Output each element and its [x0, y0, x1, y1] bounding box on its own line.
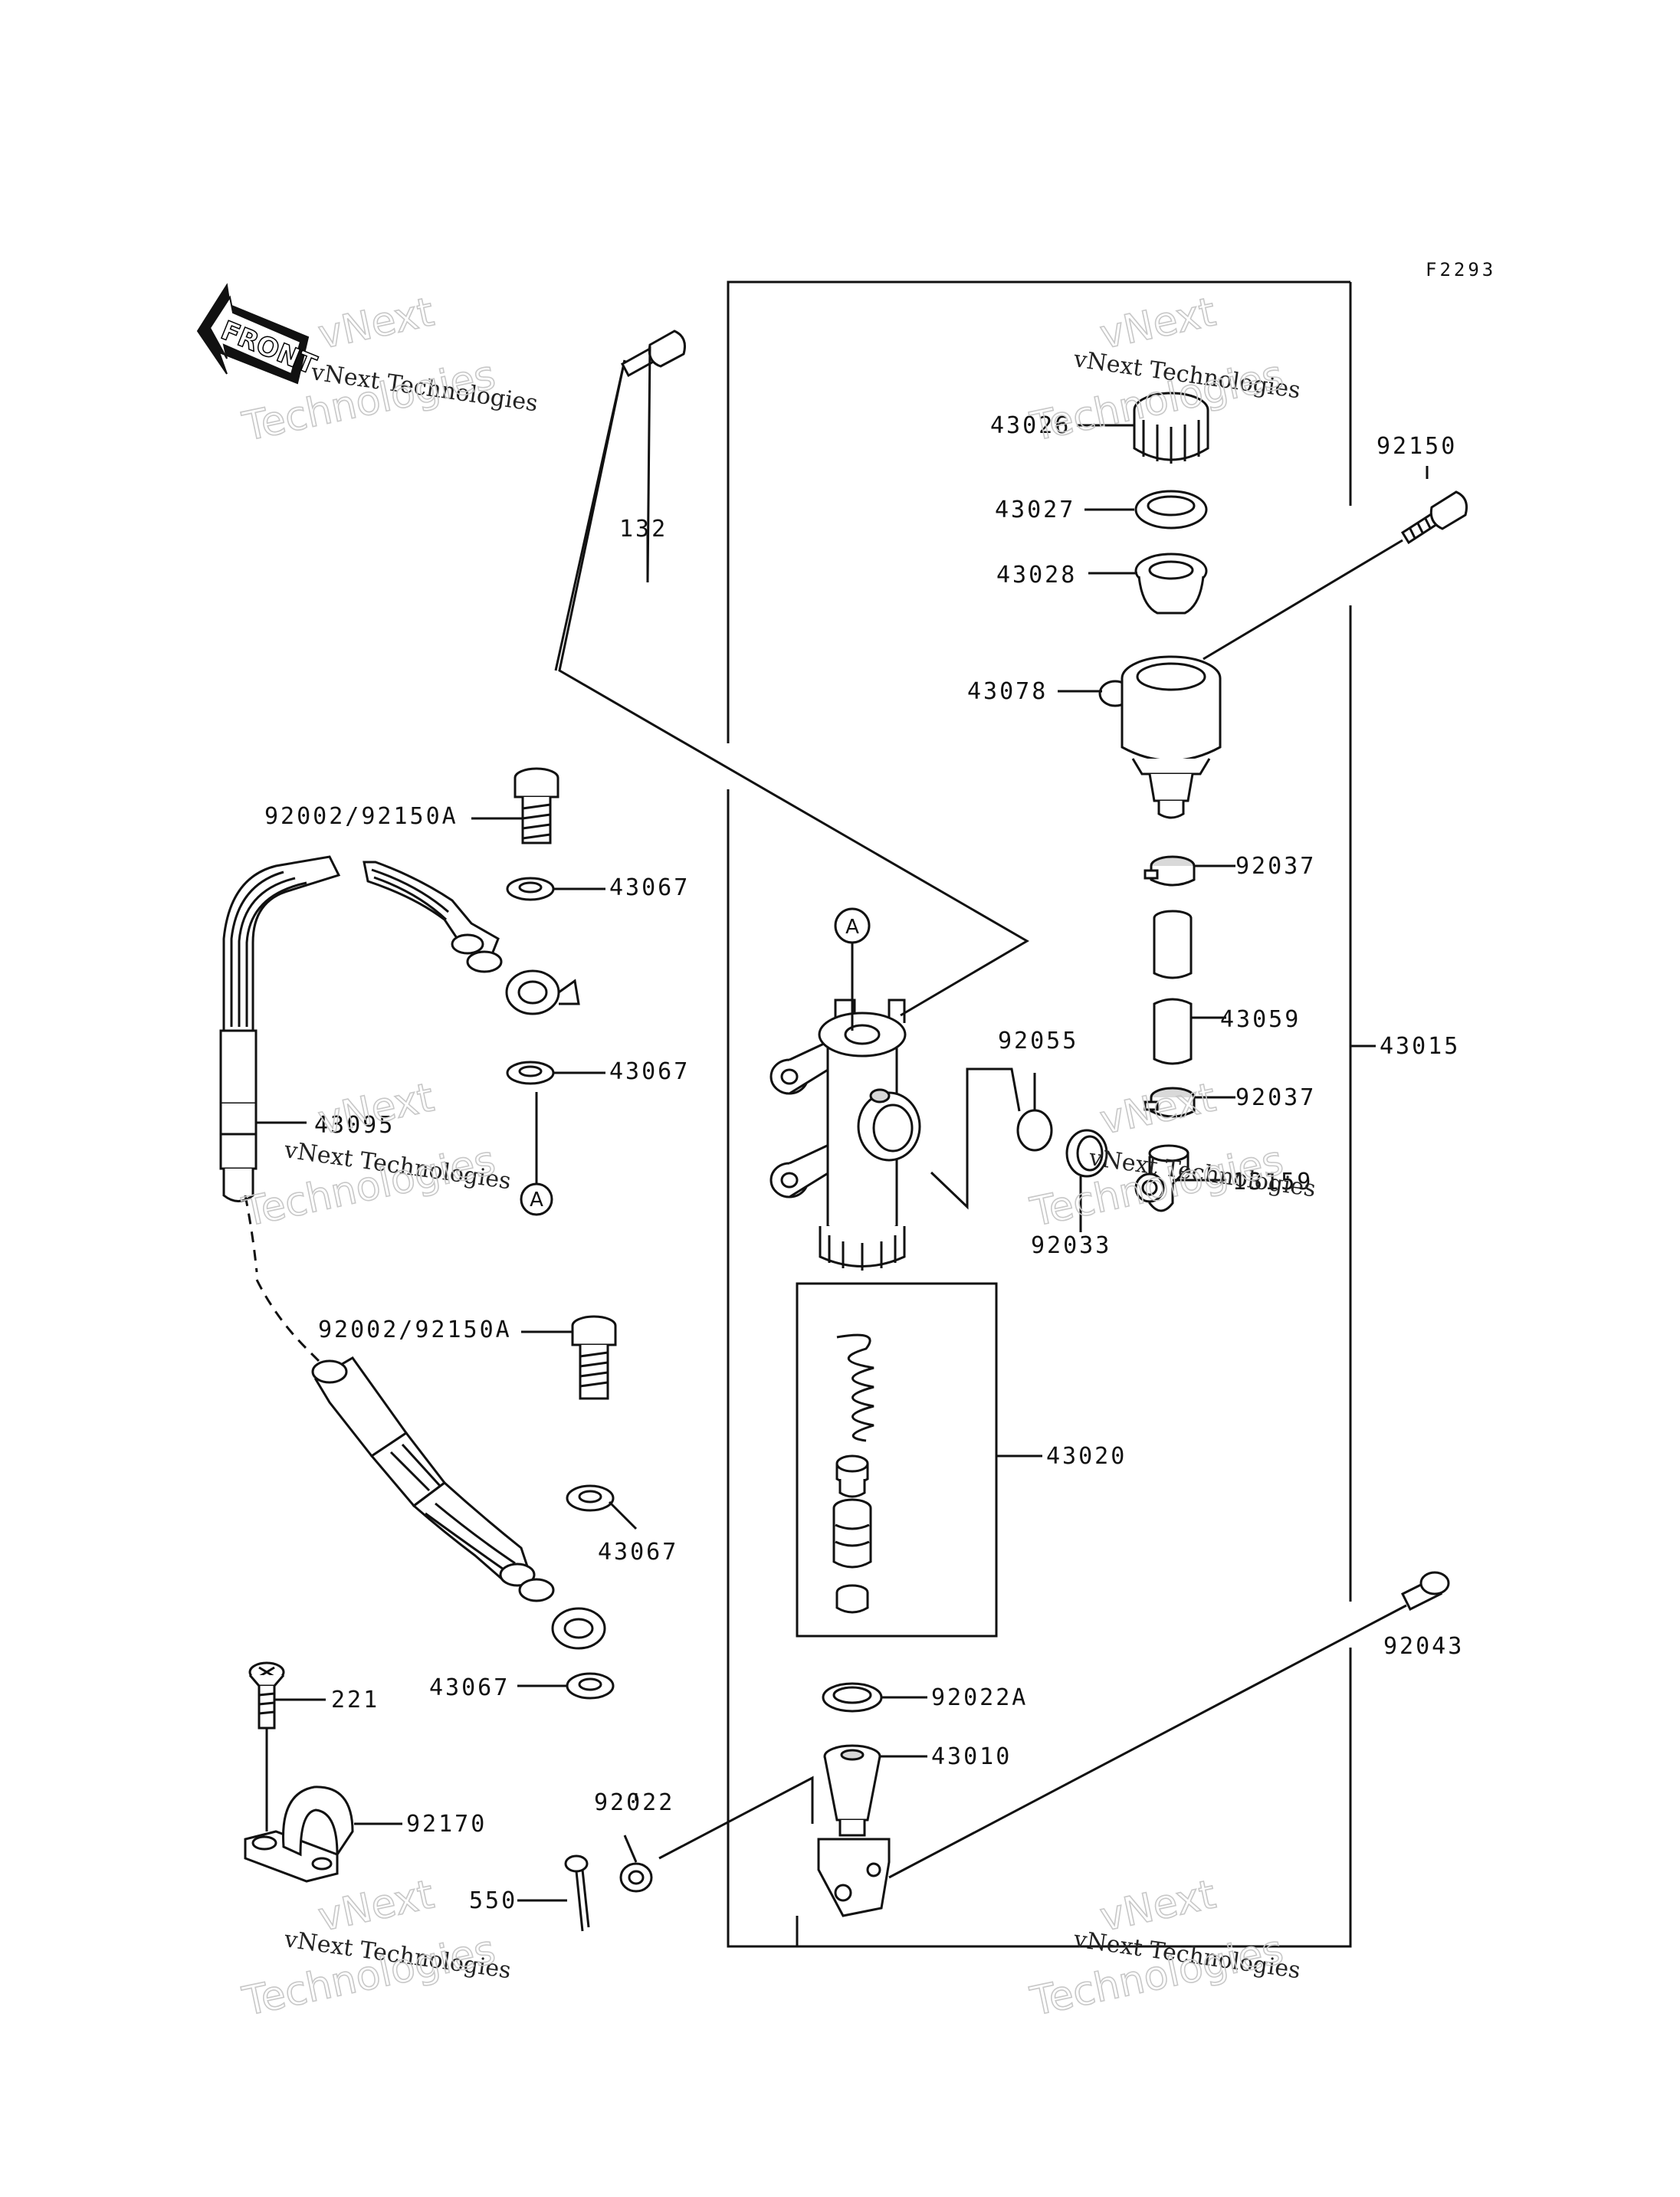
label-92022a: 92022A [931, 1684, 1028, 1711]
label-221: 221 [331, 1687, 379, 1713]
front-arrow-icon: FRONT [196, 283, 322, 385]
piston-kit-box [796, 1282, 998, 1638]
label-92033: 92033 [1031, 1232, 1111, 1259]
snap-ring [822, 1682, 883, 1713]
svg-text:vNext: vNext [314, 289, 438, 358]
label-43067-c: 43067 [598, 1539, 678, 1566]
diaphragm [1134, 553, 1208, 615]
piston-spring [836, 1333, 874, 1442]
label-132: 132 [619, 516, 668, 543]
callout-a-top: A [834, 907, 871, 1031]
label-92055: 92055 [998, 1028, 1078, 1054]
diaphragm-plate [1134, 490, 1208, 530]
svg-text:vNext: vNext [1096, 289, 1219, 358]
primary-cup [835, 1454, 869, 1498]
o-ring [1016, 1109, 1053, 1152]
label-92150: 92150 [1376, 433, 1457, 460]
screw-221 [248, 1661, 285, 1730]
label-13159: 13159 [1232, 1169, 1313, 1195]
washer-upper-1 [506, 877, 555, 901]
label-43020: 43020 [1046, 1443, 1127, 1470]
cotter-pin [564, 1854, 590, 1932]
label-43015: 43015 [1380, 1033, 1460, 1060]
leader-bolt-132 [558, 359, 1029, 1017]
label-92002-upper: 92002/92150A [264, 803, 458, 830]
label-43078: 43078 [967, 678, 1048, 705]
label-550: 550 [469, 1887, 517, 1914]
svg-text:vNext: vNext [1096, 1074, 1219, 1143]
label-92037-b: 92037 [1235, 1084, 1316, 1111]
washer-lower-1 [566, 1484, 615, 1512]
hose-fitting [1134, 1144, 1189, 1212]
watermark-middle-left: vNext vNext Technologies Technologies [238, 1074, 512, 1237]
svg-text:vNext: vNext [1096, 1871, 1219, 1940]
label-92022: 92022 [594, 1789, 674, 1816]
leader-132 [646, 346, 651, 583]
washer-92022 [619, 1862, 653, 1893]
label-43067-a: 43067 [609, 874, 690, 901]
diagram-code: F2293 [1426, 259, 1496, 280]
svg-text:A: A [845, 916, 859, 939]
leader-bolt-132-upper [554, 359, 626, 671]
assembly-box-43015 [727, 280, 1376, 1948]
label-43010: 43010 [931, 1743, 1012, 1770]
callout-a-bottom: A [520, 1092, 553, 1216]
washer-lower-2 [566, 1672, 615, 1700]
leader-43067c [608, 1500, 638, 1530]
label-92170: 92170 [406, 1811, 487, 1838]
label-43028: 43028 [996, 562, 1077, 589]
leader-washer [658, 1776, 814, 1860]
label-92002-lower: 92002/92150A [318, 1317, 512, 1343]
label-92037-a: 92037 [1235, 853, 1316, 880]
brake-hose [219, 855, 606, 1650]
secondary-cup [835, 1584, 869, 1614]
leader-pin [888, 1604, 1407, 1879]
washer-upper-2 [506, 1061, 555, 1085]
svg-text:vNext: vNext [314, 1871, 438, 1940]
label-43095: 43095 [314, 1112, 395, 1139]
piston [832, 1498, 872, 1569]
label-43059: 43059 [1220, 1006, 1301, 1033]
hose-clamp-upper [1144, 855, 1196, 887]
reservoir-tank [1098, 655, 1222, 819]
leader-body-to-oring [930, 1067, 1021, 1210]
bolt-132 [620, 330, 686, 378]
banjo-bolt-lower [571, 1315, 617, 1400]
reservoir-cap [1133, 392, 1209, 464]
master-cylinder-body [769, 998, 921, 1271]
circlip [1065, 1129, 1108, 1178]
push-rod [817, 1744, 891, 1917]
label-43067-b: 43067 [609, 1058, 690, 1085]
hose-clamp-lower [1144, 1087, 1196, 1118]
watermark-bottom-right: vNext vNext Technologies Technologies [1025, 1871, 1301, 2026]
banjo-bolt-upper [514, 767, 559, 844]
leader-bolt-to-tank [1203, 539, 1403, 661]
clevis-pin [1400, 1571, 1450, 1612]
leader-92022 [623, 1835, 638, 1863]
reservoir-hose [1153, 910, 1193, 1065]
reservoir-bolt [1400, 490, 1468, 545]
svg-text:A: A [530, 1189, 543, 1212]
label-43026: 43026 [990, 412, 1071, 439]
label-92043: 92043 [1383, 1633, 1464, 1660]
label-43027: 43027 [995, 497, 1075, 523]
label-43067-d: 43067 [429, 1674, 510, 1701]
hose-clamp-92170 [244, 1785, 354, 1883]
